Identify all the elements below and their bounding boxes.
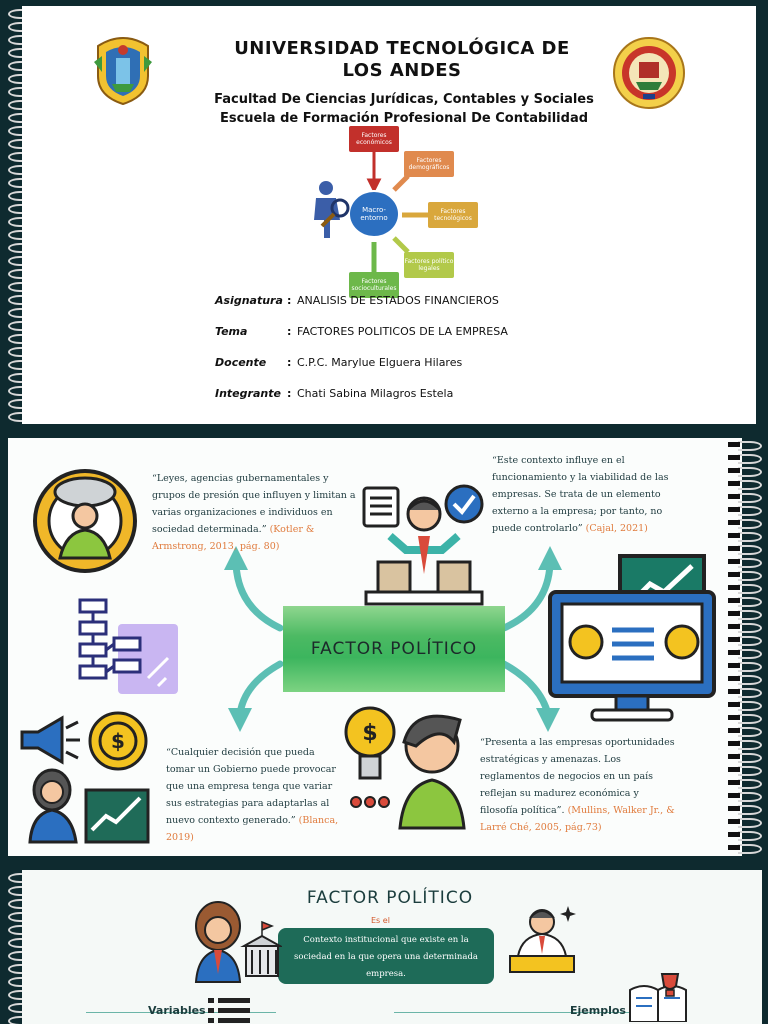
spiral-ring xyxy=(724,739,764,750)
factor-demographic-box: Factores demográficos xyxy=(404,151,454,177)
spiral-ring xyxy=(724,466,764,477)
speaker-podium-icon xyxy=(509,906,576,973)
svg-text:$: $ xyxy=(362,721,377,746)
macro-environment-center: Macro-entorno xyxy=(348,190,400,238)
spiral-ring xyxy=(724,648,764,659)
concept-map-title: FACTOR POLÍTICO xyxy=(306,888,474,908)
spiral-ring xyxy=(724,557,764,568)
spiral-ring xyxy=(724,453,764,464)
spiral-ring xyxy=(724,661,764,672)
info-row-topic: Tema:FACTORES POLITICOS DE LA EMPRESA xyxy=(215,325,508,338)
spiral-ring xyxy=(724,505,764,516)
info-row-teacher: Docente:C.P.C. Marylue Elguera Hilares xyxy=(215,356,463,369)
factor-technological-box: Factores tecnológicos xyxy=(428,202,478,228)
spiral-ring xyxy=(724,778,764,789)
quote-blanca: “Cualquier decisión que pueda tomar un G… xyxy=(166,747,339,843)
factor-politico-label: FACTOR POLÍTICO xyxy=(310,639,478,659)
flowchart-icon xyxy=(78,598,178,694)
spiral-ring xyxy=(724,804,764,815)
spiral-ring xyxy=(724,752,764,763)
spiral-ring xyxy=(724,791,764,802)
spiral-ring xyxy=(724,635,764,646)
factor-politico-banner: FACTOR POLÍTICO xyxy=(283,606,505,692)
spiral-ring xyxy=(724,492,764,503)
spiral-ring xyxy=(724,674,764,685)
spiral-ring xyxy=(724,583,764,594)
spiral-ring xyxy=(724,622,764,633)
examples-label: Ejemplos xyxy=(570,1004,626,1017)
variables-label: Variables xyxy=(148,1004,206,1017)
spiral-binding-right xyxy=(724,440,764,854)
quote-cajal: “Este contexto influye en el funcionamie… xyxy=(492,455,669,534)
presenter-desk-icon xyxy=(362,484,484,606)
quote-kotler: “Leyes, agencias gubernamentales y grupo… xyxy=(152,473,356,552)
woman-chart-icon xyxy=(28,768,150,844)
university-title: UNIVERSIDAD TECNOLÓGICA DE LOS ANDES xyxy=(234,38,570,81)
macro-environment-label: Macro-entorno xyxy=(360,206,388,222)
mind-map-page: FACTOR POLÍTICO $ xyxy=(8,438,742,856)
connector-label: Es el xyxy=(371,916,390,925)
mind-map-arrows xyxy=(224,546,562,732)
macro-environment-diagram: Factores económicos Factores demográfico… xyxy=(310,124,480,302)
spiral-ring xyxy=(724,596,764,607)
spiral-ring xyxy=(724,830,764,841)
spiral-ring xyxy=(724,544,764,555)
spiral-ring xyxy=(724,609,764,620)
factor-economic-box: Factores económicos xyxy=(349,126,399,152)
spiral-ring xyxy=(724,531,764,542)
book-trophy-icon xyxy=(629,973,687,1022)
spiral-ring xyxy=(724,726,764,737)
faculty-name: Facultad De Ciencias Jurídicas, Contable… xyxy=(214,92,594,107)
spiral-ring xyxy=(724,479,764,490)
info-row-subject: Asignatura:ANALISIS DE ESTADOS FINANCIER… xyxy=(215,294,499,307)
spiral-ring xyxy=(724,518,764,529)
spiral-ring xyxy=(724,843,764,854)
person-magnifier-icon xyxy=(314,181,350,238)
factor-sociocultural-box: Factores socioculturales xyxy=(349,272,399,298)
faculty-seal-logo xyxy=(613,37,685,109)
spiral-ring xyxy=(724,687,764,698)
spiral-ring xyxy=(724,570,764,581)
spiral-ring xyxy=(724,440,764,451)
definition-box: Contexto institucional que existe en la … xyxy=(278,928,494,984)
factor-political-legal-box: Factores político legales xyxy=(404,252,454,278)
cover-page: UNIVERSIDAD TECNOLÓGICA DE LOS ANDES Fac… xyxy=(22,6,756,424)
spiral-ring xyxy=(724,700,764,711)
diagram-arrows xyxy=(366,152,428,272)
idea-bulb-person-icon: $ xyxy=(344,706,466,830)
concept-map-page: FACTOR POLÍTICO Es el Contexto instituci… xyxy=(22,870,762,1024)
computer-chart-icon xyxy=(548,554,716,722)
svg-text:$: $ xyxy=(111,729,125,753)
examples-connector-line xyxy=(394,1012,634,1013)
list-icon xyxy=(208,998,250,1023)
spiral-ring xyxy=(724,817,764,828)
university-crest-logo xyxy=(94,37,152,106)
school-name: Escuela de Formación Profesional De Cont… xyxy=(219,111,589,126)
megaphone-coin-icon: $ xyxy=(20,711,148,771)
gear-person-icon xyxy=(33,469,137,573)
info-row-member: Integrante:Chati Sabina Milagros Estela xyxy=(215,387,454,400)
spiral-ring xyxy=(724,713,764,724)
quote-mullins: “Presenta a las empresas oportunidades e… xyxy=(480,737,675,833)
woman-government-icon xyxy=(194,901,282,983)
spiral-ring xyxy=(724,765,764,776)
variables-connector-line xyxy=(86,1012,276,1013)
